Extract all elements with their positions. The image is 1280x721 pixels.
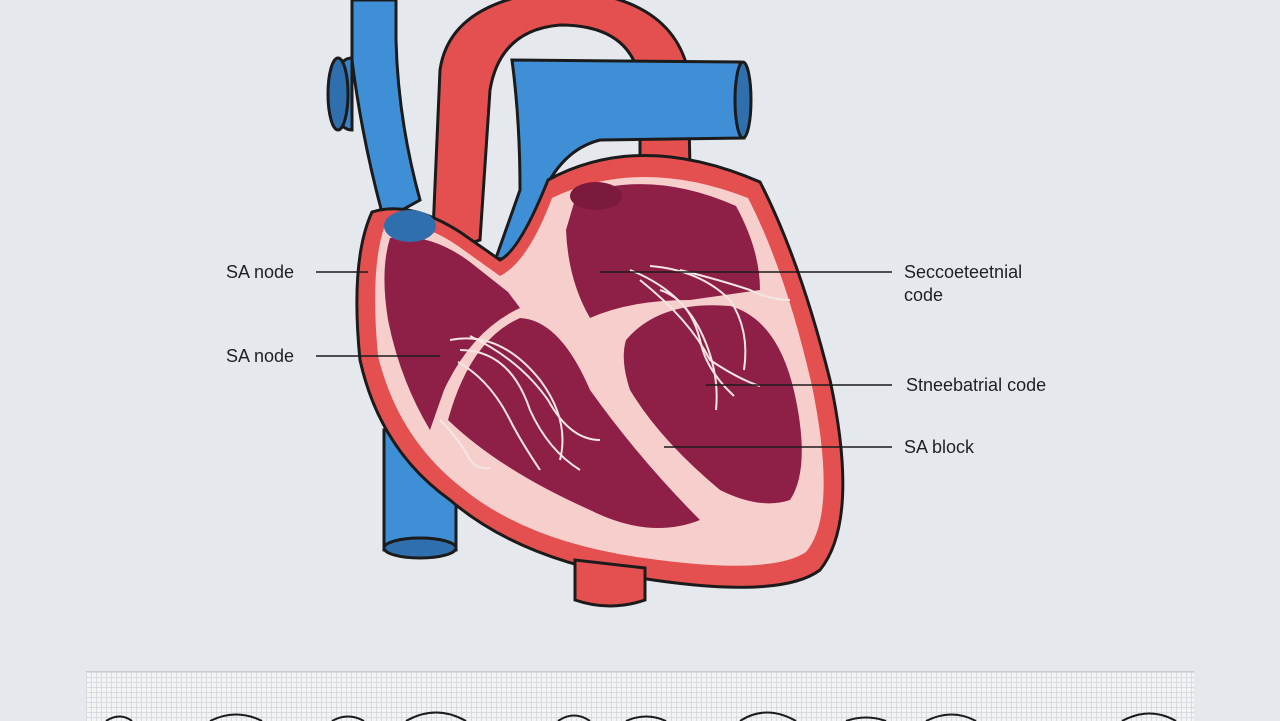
heart-chambers bbox=[384, 182, 802, 528]
label-sa-block: SA block bbox=[904, 437, 975, 457]
label-right-upper-line1: Seccoetеetnial bbox=[904, 262, 1023, 282]
label-right-upper-line2: code bbox=[904, 285, 944, 305]
label-sa-node-upper: SA node bbox=[226, 262, 295, 282]
label-right-middle: Stneebatrial code bbox=[906, 375, 1047, 395]
ecg-strip bbox=[86, 671, 1194, 721]
ecg-trace bbox=[105, 711, 1177, 721]
conduction-fibres bbox=[439, 265, 791, 471]
leader-lines bbox=[316, 271, 892, 448]
label-sa-node-lower: SA node bbox=[226, 346, 295, 366]
